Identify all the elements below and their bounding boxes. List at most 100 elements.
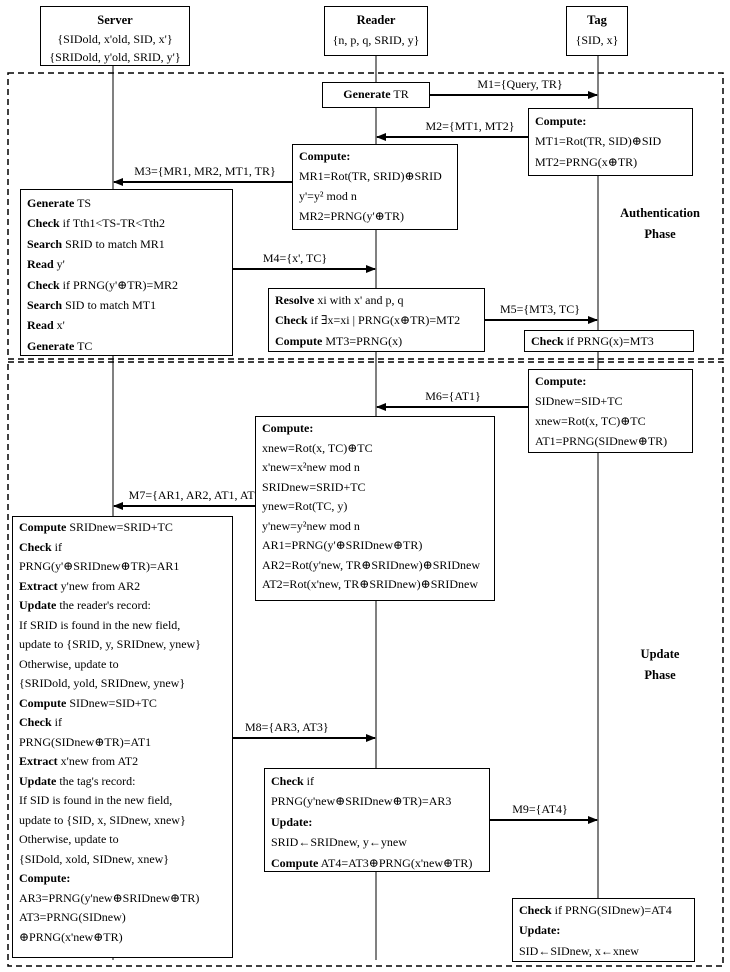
tag-compute2-line: AT1=PRNG(SIDnew⊕TR): [535, 434, 668, 448]
authentication-phase-line2: Phase: [644, 227, 676, 241]
tag-compute2-line: Compute:: [535, 374, 587, 388]
reader-compute2-line: AR1=PRNG(y'⊕SRIDnew⊕TR): [262, 538, 423, 552]
m3-label: M3={MR1, MR2, MT1, TR}: [134, 164, 276, 178]
server-update-line: PRNG(y'⊕SRIDnew⊕TR)=AR1: [19, 559, 180, 573]
m6-label: M6={AT1}: [425, 389, 481, 403]
authentication-phase-line1: Authentication: [620, 206, 700, 220]
server-auth-line: Read y': [27, 257, 65, 272]
reader-update-line: SRID←SRIDnew, y←ynew: [271, 835, 407, 850]
reader-compute2-line: Compute:: [262, 421, 314, 435]
server-update-line: Update the tag's record:: [19, 773, 136, 788]
reader-update-line: Update:: [271, 814, 313, 829]
reader-update-line: Compute AT4=AT3⊕PRNG(x'new⊕TR): [271, 855, 473, 870]
server-header: Server {SIDold, x'old, SID, x'} {SRIDold…: [40, 6, 190, 66]
reader-name: Reader: [356, 13, 396, 27]
tag-name: Tag: [587, 13, 607, 27]
m9-label: M9={AT4}: [512, 802, 568, 816]
reader-compute2-line: AT2=Rot(x'new, TR⊕SRIDnew)⊕SRIDnew: [262, 577, 479, 591]
m8-label: M8={AR3, AT3}: [245, 720, 329, 734]
reader-generate-box: Generate TR: [322, 82, 430, 108]
reader-gen-line: Generate TR: [343, 87, 409, 101]
server-name: Server: [97, 13, 133, 27]
reader-resolve-line: Compute MT3=PRNG(x): [275, 333, 403, 348]
update-phase-frame: [7, 361, 724, 967]
server-update-line: Compute SRIDnew=SRID+TC: [19, 520, 173, 534]
reader-compute2-line: ynew=Rot(TC, y): [262, 499, 348, 513]
tag-compute1-line: MT1=Rot(TR, SID)⊕SID: [535, 134, 662, 149]
reader-record: {n, p, q, SRID, y}: [332, 33, 420, 47]
server-update-line: Otherwise, update to: [19, 832, 119, 846]
server-update-line: PRNG(SIDnew⊕TR)=AT1: [19, 734, 152, 749]
m2-label: M2={MT1, MT2}: [425, 119, 515, 133]
reader-header: Reader {n, p, q, SRID, y}: [324, 6, 428, 56]
server-update-line: AR3=PRNG(y'new⊕SRIDnew⊕TR): [19, 890, 200, 905]
tag-compute1-line: Compute:: [535, 114, 587, 128]
reader-resolve-box: Resolve xi with x' and p, q Check if ∃x=x…: [268, 288, 485, 352]
server-update-line: Otherwise, update to: [19, 656, 119, 671]
server-update-line: Compute:: [19, 871, 71, 885]
reader-compute2-line: SRIDnew=SRID+TC: [262, 479, 366, 494]
reader-compute2-line: x'new=x²new mod n: [262, 460, 360, 474]
server-update-line: If SID is found in the new field,: [19, 793, 173, 807]
reader-compute2-line: xnew=Rot(x, TC)⊕TC: [262, 440, 373, 455]
reader-update-line: PRNG(y'new⊕SRIDnew⊕TR)=AR3: [271, 794, 452, 809]
server-update-line: {SIDold, xold, SIDnew, xnew}: [19, 851, 170, 866]
tag-compute-box-1: Compute: MT1=Rot(TR, SID)⊕SID MT2=PRNG(x⊕T…: [528, 108, 693, 176]
update-phase-line2: Phase: [644, 668, 676, 682]
server-update-line: update to {SID, x, SIDnew, xnew}: [19, 812, 186, 827]
server-update-line: AT3=PRNG(SIDnew): [19, 910, 126, 924]
tag-check-box-1: Check if PRNG(x)=MT3: [524, 330, 694, 352]
tag-update-line: Update:: [519, 923, 561, 938]
m7-label: M7={AR1, AR2, AT1, AT2}: [128, 488, 267, 502]
m5-label: M5={MT3, TC}: [499, 302, 581, 316]
reader-compute1-line: Compute:: [299, 149, 351, 163]
server-auth-line: Search SRID to match MR1: [27, 236, 165, 251]
server-update-line: Check if: [19, 539, 63, 554]
reader-resolve-line: Resolve xi with x' and p, q: [275, 293, 404, 307]
tag-check1-line: Check if PRNG(x)=MT3: [531, 334, 654, 348]
m1-label: M1={Query, TR}: [477, 77, 563, 91]
server-auth-line: Search SID to match MT1: [27, 298, 157, 313]
reader-compute1-line: y'=y² mod n: [299, 189, 357, 203]
tag-compute2-line: xnew=Rot(x, TC)⊕TC: [535, 414, 646, 428]
tag-compute-box-2: Compute: SIDnew=SID+TC xnew=Rot(x, TC)⊕TC A…: [528, 369, 693, 453]
server-update-line: update to {SRID, y, SRIDnew, ynew}: [19, 637, 201, 651]
server-update-line: Extract y'new from AR2: [19, 578, 141, 593]
update-phase-line1: Update: [640, 647, 680, 661]
server-update-line: Update the reader's record:: [19, 598, 151, 612]
server-update-line: Check if: [19, 715, 63, 729]
reader-compute2-line: y'new=y²new mod n: [262, 518, 360, 533]
m4-label: M4={x', TC}: [262, 251, 328, 265]
tag-compute2-line: SIDnew=SID+TC: [535, 394, 623, 408]
tag-record: {SID, x}: [575, 33, 619, 47]
update-phase-label: Update Phase: [610, 644, 710, 686]
reader-compute-box-2: Compute: xnew=Rot(x, TC)⊕TC x'new=x²new mo…: [255, 416, 495, 601]
server-auth-line: Generate TS: [27, 196, 92, 210]
server-update-line: ⊕PRNG(x'new⊕TR): [19, 929, 123, 944]
server-update-line: Compute SIDnew=SID+TC: [19, 695, 157, 710]
server-record-2: {SRIDold, y'old, SRID, y'}: [49, 50, 181, 64]
server-update-line: If SRID is found in the new field,: [19, 617, 181, 632]
server-update-line: Extract x'new from AT2: [19, 754, 139, 768]
server-record-1: {SIDold, x'old, SID, x'}: [57, 32, 173, 46]
reader-update-line: Check if: [271, 774, 315, 788]
server-update-line: {SRIDold, yold, SRIDnew, ynew}: [19, 676, 186, 690]
tag-header: Tag {SID, x}: [566, 6, 628, 56]
reader-compute1-line: MR2=PRNG(y'⊕TR): [299, 209, 404, 223]
reader-resolve-line: Check if ∃x=xi | PRNG(x⊕TR)=MT2: [275, 313, 461, 328]
tag-update-line: SID←SIDnew, x←xnew: [519, 943, 639, 958]
reader-compute2-line: AR2=Rot(y'new, TR⊕SRIDnew)⊕SRIDnew: [262, 557, 481, 572]
server-auth-line: Generate TC: [27, 338, 93, 353]
server-auth-line: Read x': [27, 318, 65, 333]
server-update-box: Compute SRIDnew=SRID+TC Check if PRNG(y'⊕S…: [12, 516, 233, 958]
server-auth-line: Check if PRNG(y'⊕TR)=MR2: [27, 277, 178, 292]
authentication-phase-label: Authentication Phase: [605, 203, 715, 245]
tag-update-line: Check if PRNG(SIDnew)=AT4: [519, 903, 672, 917]
server-auth-line: Check if Tth1<TS-TR<Tth2: [27, 216, 165, 231]
tag-compute1-line: MT2=PRNG(x⊕TR): [535, 154, 638, 169]
